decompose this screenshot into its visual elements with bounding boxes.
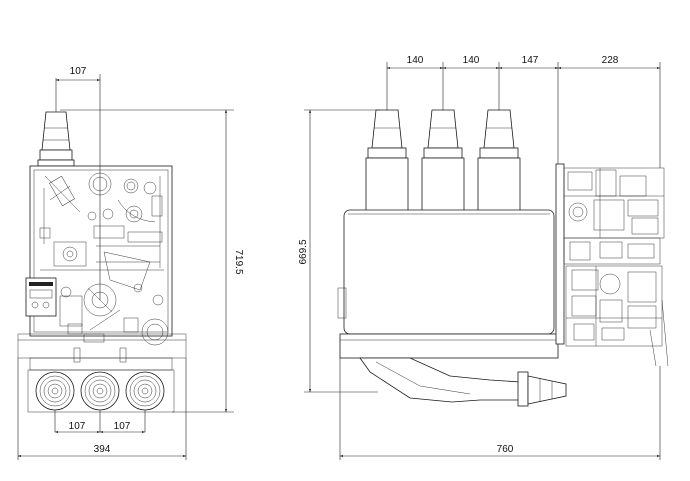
side-pole-1 [365, 109, 409, 215]
side-pole-2 [421, 109, 465, 215]
dim-front-bottom-right: 107 [114, 421, 131, 432]
dim-side-pole-to-mechanism: 147 [522, 55, 539, 66]
terminal-left [35, 371, 75, 411]
front-main-frame [29, 165, 173, 337]
dim-front-bottom-left: 107 [69, 421, 86, 432]
front-bottom-terminals [27, 347, 175, 413]
terminal-middle [80, 371, 120, 411]
side-pole-3 [477, 109, 521, 215]
dim-side-height: 669.5 [298, 239, 309, 264]
side-lower-bushing [359, 357, 567, 407]
side-dimension-top: 140 140 147 228 [386, 55, 661, 168]
dim-side-mechanism-depth: 228 [602, 55, 619, 66]
side-main-tank [337, 209, 559, 359]
front-dimension-top: 107 [55, 66, 101, 300]
dim-front-height: 719.5 [233, 249, 244, 274]
dim-side-total-length: 760 [497, 444, 514, 455]
front-dimension-height: 719.5 [60, 109, 244, 413]
dim-front-top-offset: 107 [70, 66, 87, 77]
front-view: 107 719.5 107 107 394 [17, 66, 244, 460]
front-top-insulator [37, 111, 75, 167]
front-dimension-bottom-spacing: 107 107 [54, 410, 146, 434]
front-control-panel [25, 277, 57, 317]
dim-side-pole-spacing-1: 140 [407, 55, 424, 66]
dim-side-pole-spacing-2: 140 [463, 55, 480, 66]
side-view: 140 140 147 228 669.5 760 [298, 55, 669, 460]
terminal-right [125, 371, 165, 411]
front-dimension-width: 394 [17, 358, 187, 460]
side-mechanism [555, 163, 669, 367]
side-dimension-height: 669.5 [298, 109, 380, 393]
side-dimension-length: 760 [339, 358, 661, 460]
dim-front-width: 394 [94, 444, 111, 455]
